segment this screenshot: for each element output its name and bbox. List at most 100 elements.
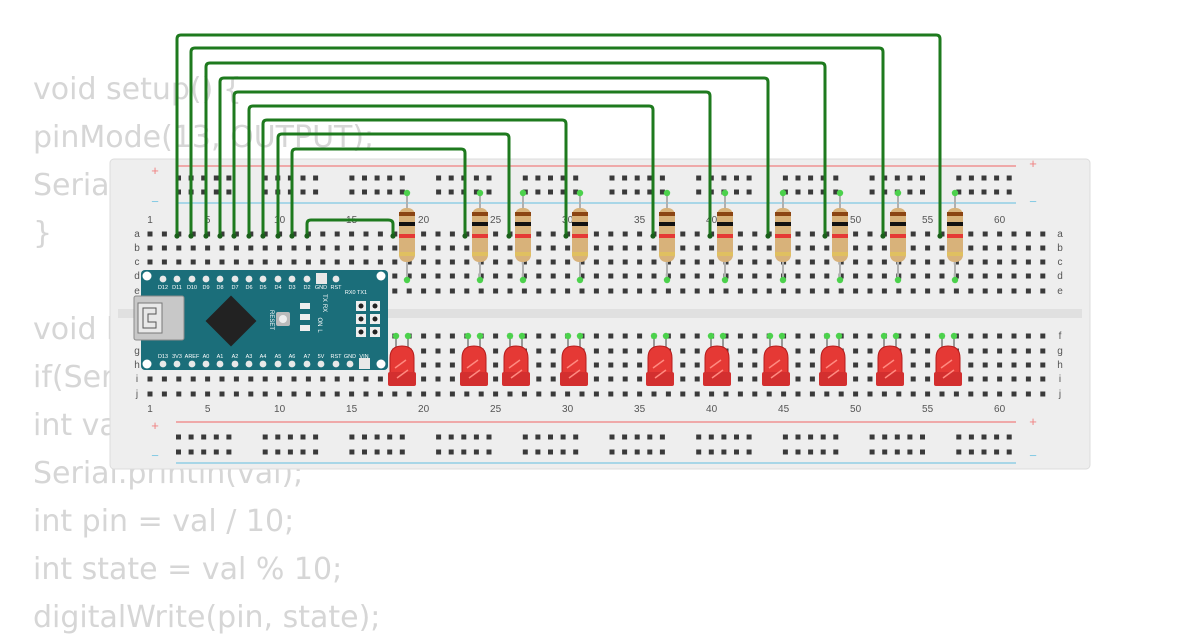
pin-label: D6: [245, 285, 252, 291]
pin-label: D3: [288, 285, 295, 291]
rail-hole: [795, 189, 801, 195]
led-highlight: [394, 359, 409, 379]
terminal-hole: [795, 288, 801, 294]
terminal-hole: [305, 376, 311, 382]
terminal-hole: [536, 288, 542, 294]
rail-hole: [262, 434, 268, 440]
terminal-hole: [752, 333, 758, 339]
resistor-band: [572, 212, 588, 216]
rail-hole: [213, 449, 219, 455]
rail-hole: [833, 189, 839, 195]
pin-label: RX0 TX1: [345, 290, 367, 296]
pin-label: D12: [158, 285, 168, 291]
terminal-hole: [737, 259, 743, 265]
terminal-hole: [377, 245, 383, 251]
terminal-hole: [982, 362, 988, 368]
terminal-hole: [493, 245, 499, 251]
rail-hole: [387, 175, 393, 181]
terminal-hole: [248, 259, 254, 265]
rail-hole: [387, 189, 393, 195]
resistor-band: [832, 222, 848, 226]
column-number: 35: [634, 215, 646, 226]
terminal-hole: [608, 259, 614, 265]
rail-hole: [262, 449, 268, 455]
column-number: 10: [274, 404, 286, 415]
terminal-hole: [521, 273, 527, 279]
rail-hole: [473, 434, 479, 440]
terminal-hole: [709, 273, 715, 279]
terminal-hole: [1025, 231, 1031, 237]
terminal-hole: [680, 231, 686, 237]
rail-hole: [708, 434, 714, 440]
terminal-hole: [536, 259, 542, 265]
terminal-hole: [853, 273, 859, 279]
terminal-hole: [392, 259, 398, 265]
terminal-hole: [680, 376, 686, 382]
led-lead-end: [464, 332, 472, 340]
terminal-hole: [795, 231, 801, 237]
rail-hole: [721, 434, 727, 440]
terminal-hole: [867, 362, 873, 368]
rail-hole: [548, 189, 553, 195]
terminal-hole: [608, 348, 614, 354]
terminal-hole: [334, 391, 340, 397]
mount-hole: [376, 359, 386, 369]
rail-hole: [522, 434, 528, 440]
resistors: [399, 189, 963, 284]
terminal-hole: [939, 231, 945, 237]
rail-hole: [188, 449, 194, 455]
resistor-band: [472, 212, 488, 216]
terminal-hole: [997, 391, 1003, 397]
terminal-hole: [824, 259, 830, 265]
terminal-hole: [233, 245, 239, 251]
resistor-band: [890, 234, 906, 238]
led-base: [762, 372, 790, 386]
rail-hole: [708, 449, 714, 455]
rail-hole: [622, 189, 628, 195]
terminal-hole: [464, 273, 470, 279]
jumper-wire: [305, 218, 395, 236]
terminal-hole: [161, 259, 167, 265]
jumper-wire: [247, 104, 655, 236]
terminal-hole: [305, 259, 311, 265]
row-letter: a: [1057, 229, 1063, 240]
resistor-band: [717, 234, 733, 238]
resistor-lead-end: [951, 189, 959, 197]
terminal-hole: [363, 259, 369, 265]
rail-hole: [882, 189, 888, 195]
led-highlight: [709, 359, 724, 379]
rail-hole: [313, 175, 319, 181]
header-pin: [216, 275, 224, 283]
header-pin: [288, 275, 296, 283]
terminal-hole: [795, 362, 801, 368]
terminal-hole: [1011, 391, 1017, 397]
resistor-band: [572, 222, 588, 226]
terminal-hole: [190, 391, 196, 397]
terminal-hole: [464, 245, 470, 251]
terminal-hole: [637, 362, 643, 368]
code-line: int pin = val / 10;: [33, 504, 295, 539]
terminal-hole: [637, 259, 643, 265]
jumper-wire: [175, 33, 942, 236]
breadboard-divider: [118, 309, 1082, 318]
terminal-hole: [853, 231, 859, 237]
terminal-hole: [795, 348, 801, 354]
reset-label: RESET: [268, 310, 274, 330]
resistor-band: [399, 222, 415, 226]
pin-label: A5: [275, 354, 282, 360]
rail-hole: [869, 189, 875, 195]
pin-label: A1: [217, 354, 224, 360]
pin-label: D5: [259, 285, 266, 291]
terminal-hole: [853, 259, 859, 265]
column-number: 5: [205, 404, 211, 415]
rail-hole: [275, 449, 281, 455]
tx-label: TX: [321, 294, 327, 302]
terminal-hole: [680, 273, 686, 279]
terminal-hole: [1040, 273, 1046, 279]
terminal-hole: [190, 231, 196, 237]
terminal-hole: [982, 333, 988, 339]
terminal-hole: [968, 245, 974, 251]
terminal-hole: [435, 231, 441, 237]
rail-hole: [300, 189, 306, 195]
